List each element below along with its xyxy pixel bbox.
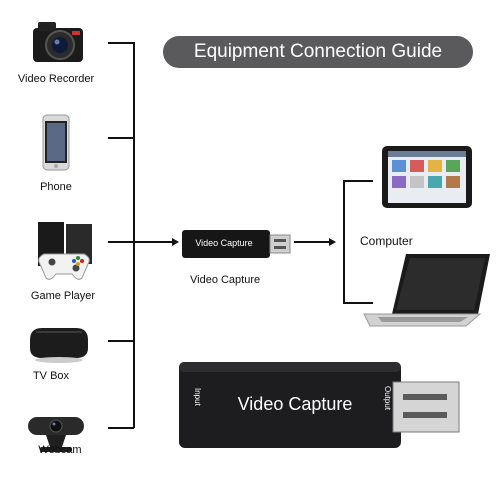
connector-line <box>108 241 134 243</box>
arrow-right-icon <box>329 238 336 246</box>
video-capture-large: Video Capture Input Output <box>179 362 460 448</box>
tablet-icon <box>382 146 472 208</box>
guide-title: Equipment Connection Guide <box>163 36 473 68</box>
connector-line <box>108 427 134 429</box>
connector-bus <box>133 42 135 428</box>
source-label-game-player: Game Player <box>30 290 96 302</box>
input-port-label: Input <box>193 388 202 407</box>
tv-box-icon <box>30 328 88 363</box>
source-label-tv-box: TV Box <box>32 370 70 382</box>
connector-line <box>108 42 134 44</box>
camera-icon <box>33 22 83 62</box>
output-port-label: Output <box>383 386 392 411</box>
connector-line <box>108 137 134 139</box>
computer-label: Computer <box>360 234 413 248</box>
connector-bus <box>343 180 345 303</box>
arrow-right-icon <box>172 238 179 246</box>
source-label-webcam: Webcam <box>38 444 82 456</box>
connector-line <box>134 241 172 243</box>
phone-icon <box>42 114 70 171</box>
video-capture-label: Video Capture <box>190 274 261 286</box>
game-console-icon <box>38 222 92 280</box>
video-capture-large-print: Video Capture <box>238 394 353 414</box>
connector-line <box>294 241 330 243</box>
source-label-phone: Phone <box>40 181 72 193</box>
laptop-icon <box>363 254 490 327</box>
connector-line <box>343 302 373 304</box>
connector-line <box>343 180 373 182</box>
video-capture-small-print: Video Capture <box>195 238 252 248</box>
connector-line <box>108 340 134 342</box>
webcam-icon <box>28 417 84 452</box>
video-capture-small: Video Capture <box>182 230 291 258</box>
source-label-video-recorder: Video Recorder <box>17 73 95 85</box>
